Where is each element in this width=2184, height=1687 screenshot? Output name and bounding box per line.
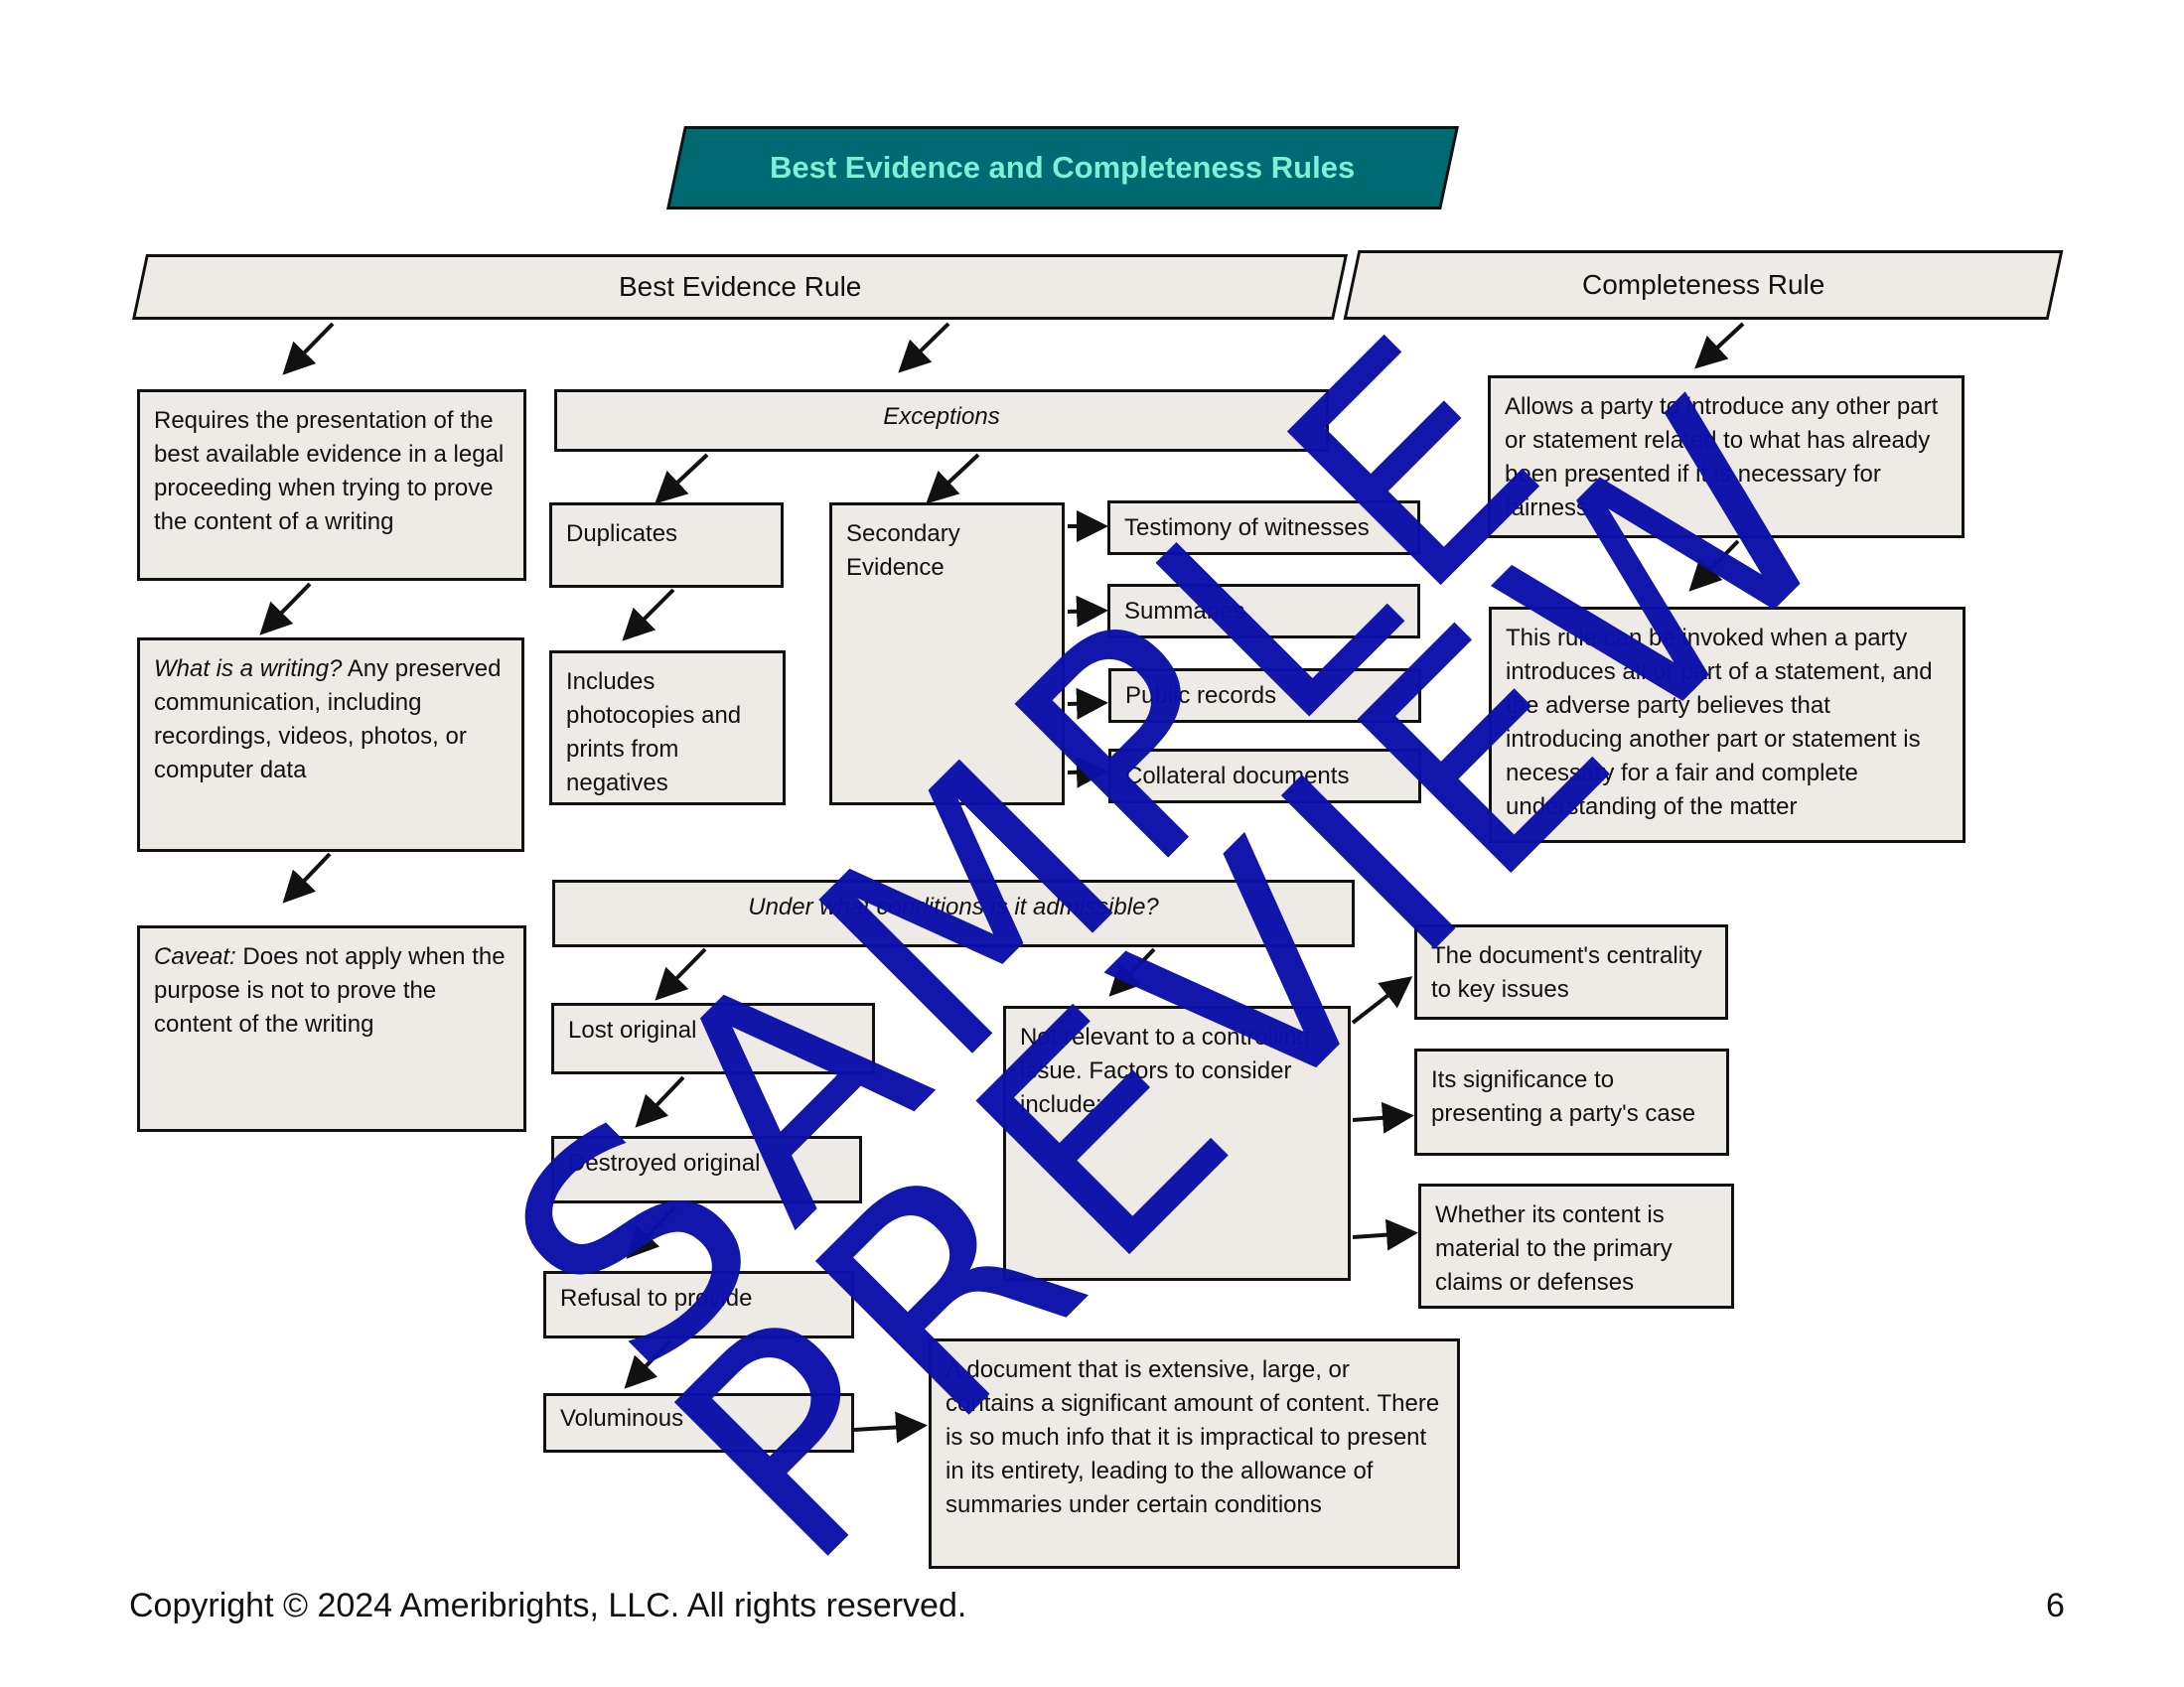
factor-box: Its significance to presenting a party's…	[1414, 1049, 1729, 1156]
best-evidence-header: Best Evidence Rule	[131, 254, 1349, 320]
caveat-text: Does not apply when the purpose is not t…	[154, 943, 506, 1038]
arrow	[655, 947, 707, 1001]
duplicates-desc-box: Includes photocopies and prints from neg…	[549, 650, 786, 805]
completeness-definition-box: Allows a party to introduce any other pa…	[1488, 375, 1965, 538]
duplicates-box: Duplicates	[549, 502, 784, 588]
arrow	[853, 1411, 928, 1444]
best-evidence-header-label: Best Evidence Rule	[618, 271, 862, 302]
voluminous-desc: A document that is extensive, large, or …	[946, 1356, 1440, 1518]
completeness-header-label: Completeness Rule	[1581, 269, 1825, 300]
conditions-box: Under what conditions is it admissible?	[552, 880, 1355, 947]
exceptions-label: Exceptions	[883, 403, 1000, 430]
factor-box: The document's centrality to key issues	[1414, 924, 1728, 1020]
condition-item: Destroyed original	[551, 1136, 862, 1203]
arrow	[926, 453, 980, 504]
writing-box: What is a writing? Any preserved communi…	[137, 637, 524, 852]
completeness-header: Completeness Rule	[1343, 250, 2064, 320]
writing-text: Any preserved communication, including r…	[154, 655, 502, 783]
arrow	[1067, 595, 1108, 628]
completeness-definition: Allows a party to introduce any other pa…	[1505, 393, 1939, 521]
arrow	[259, 582, 312, 635]
arrow	[1688, 539, 1740, 592]
arrow	[1067, 687, 1108, 720]
secondary-item-label: Public records	[1125, 682, 1277, 709]
arrow	[1108, 947, 1156, 997]
arrow	[1067, 756, 1108, 788]
secondary-evidence-label: Secondary Evidence	[846, 520, 960, 581]
condition-item: Voluminous	[543, 1393, 854, 1453]
secondary-item: Testimony of witnesses	[1107, 500, 1420, 555]
copyright-footer: Copyright © 2024 Ameribrights, LLC. All …	[129, 1587, 967, 1624]
arrow	[635, 1075, 685, 1128]
definition-text: Requires the presentation of the best av…	[154, 407, 505, 535]
secondary-item-label: Collateral documents	[1125, 763, 1350, 789]
arrow	[622, 588, 675, 641]
condition-item: Lost original	[551, 1003, 875, 1074]
duplicates-label: Duplicates	[566, 520, 678, 547]
arrow	[624, 1338, 672, 1389]
condition-item-label: Voluminous	[560, 1405, 684, 1432]
completeness-invoked: This rule can be invoked when a party in…	[1506, 625, 1933, 820]
arrow	[1351, 976, 1413, 1025]
not-relevant-text: Not relevant to a controlling issue. Fac…	[1020, 1024, 1311, 1118]
condition-item-label: Lost original	[568, 1017, 697, 1044]
arrow	[1352, 1218, 1418, 1251]
arrow	[655, 453, 709, 504]
secondary-item-label: Testimony of witnesses	[1124, 514, 1370, 541]
condition-item-label: Refusal to provide	[560, 1285, 753, 1312]
secondary-evidence-box: Secondary Evidence	[829, 502, 1065, 805]
factor-text: The document's centrality to key issues	[1431, 942, 1702, 1003]
arrow	[282, 322, 335, 375]
arrow	[898, 322, 950, 373]
duplicates-desc: Includes photocopies and prints from neg…	[566, 668, 742, 796]
not-relevant-box: Not relevant to a controlling issue. Fac…	[1003, 1006, 1351, 1281]
condition-item-label: Destroyed original	[568, 1150, 761, 1177]
exceptions-box: Exceptions	[554, 389, 1329, 452]
condition-item: Refusal to provide	[543, 1271, 854, 1338]
arrow	[1352, 1101, 1414, 1134]
secondary-item: Public records	[1108, 668, 1421, 723]
secondary-item-label: Summaries	[1124, 598, 1245, 625]
factor-text: Its significance to presenting a party's…	[1431, 1066, 1696, 1127]
title-banner: Best Evidence and Completeness Rules	[666, 126, 1459, 210]
voluminous-desc-box: A document that is extensive, large, or …	[929, 1338, 1460, 1569]
secondary-item: Summaries	[1107, 584, 1420, 638]
diagram-title: Best Evidence and Completeness Rules	[770, 150, 1356, 185]
conditions-label: Under what conditions is it admissible?	[748, 894, 1159, 920]
writing-label: What is a writing?	[154, 655, 343, 682]
caveat-label: Caveat:	[154, 943, 236, 970]
completeness-invoked-box: This rule can be invoked when a party in…	[1489, 607, 1966, 843]
arrow	[1694, 322, 1745, 369]
factor-box: Whether its content is material to the p…	[1418, 1184, 1734, 1309]
secondary-item: Collateral documents	[1108, 749, 1421, 803]
factor-text: Whether its content is material to the p…	[1435, 1201, 1673, 1296]
arrow	[626, 1204, 677, 1259]
caveat-box: Caveat: Does not apply when the purpose …	[137, 925, 526, 1132]
page-number: 6	[2046, 1587, 2065, 1624]
definition-box: Requires the presentation of the best av…	[137, 389, 526, 581]
arrow	[282, 852, 332, 904]
